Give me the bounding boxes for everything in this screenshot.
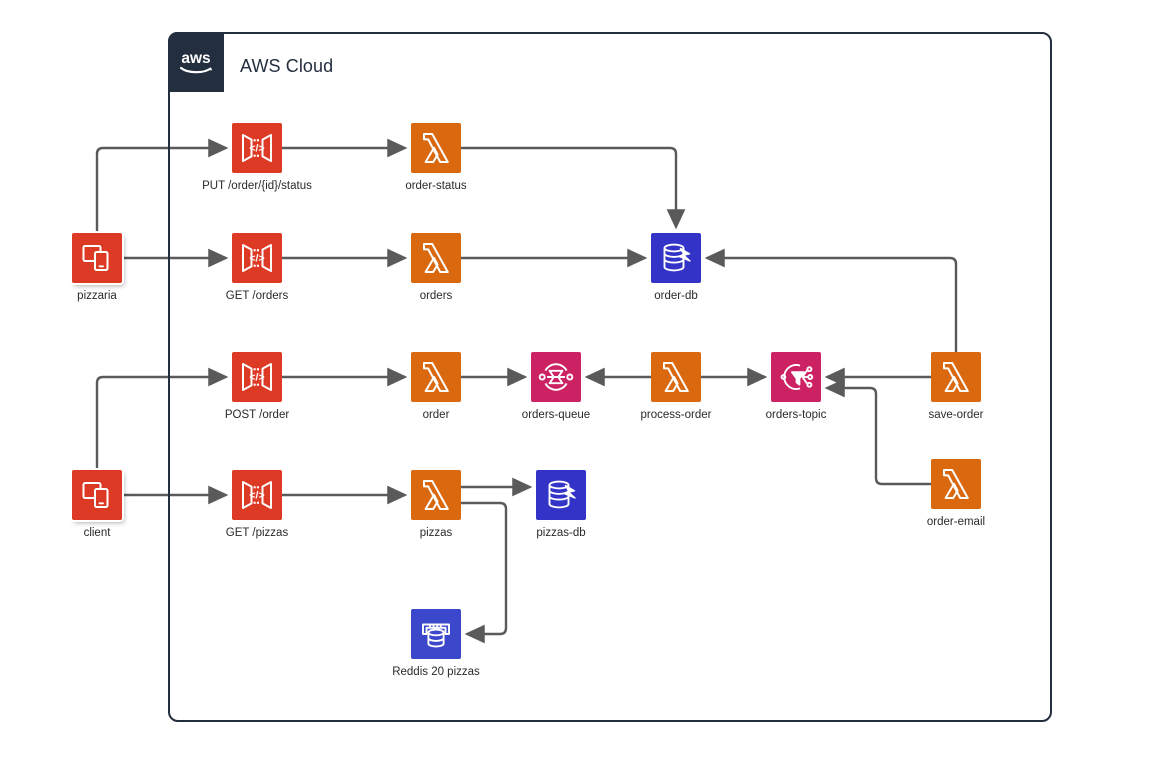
svg-text:</>: </> [249, 371, 264, 383]
svg-text:aws: aws [181, 50, 210, 67]
node-label-order-status: order-status [405, 180, 467, 192]
node-label-redis: Reddis 20 pizzas [392, 666, 480, 678]
edge-order-email-to-orders-topic [824, 378, 931, 486]
node-label-get-pizzas: GET /pizzas [225, 527, 289, 539]
svg-text:</>: </> [249, 489, 264, 501]
dynamodb-icon [536, 470, 586, 520]
node-label-pizzas: pizzas [419, 527, 453, 539]
edge-pizzaria-to-put-status [95, 138, 229, 233]
node-label-pizzas-db: pizzas-db [536, 527, 586, 539]
svg-text:</>: </> [249, 142, 264, 154]
node-label-save-order: save-order [928, 409, 984, 421]
node-label-orders-queue: orders-queue [521, 409, 591, 421]
edge-order-status-to-order-db [461, 146, 686, 230]
node-label-order-db: order-db [654, 290, 698, 302]
lambda-icon [411, 233, 461, 283]
sqs-queue-icon [531, 352, 581, 402]
api-gateway-icon: </> [232, 352, 282, 402]
node-label-post-order: POST /order [224, 409, 290, 421]
edge-save-order-to-order-db [704, 248, 958, 352]
api-gateway-icon: </> [232, 470, 282, 520]
sns-topic-icon [771, 352, 821, 402]
lambda-icon [651, 352, 701, 402]
lambda-icon [931, 459, 981, 509]
aws-logo-icon: aws [168, 32, 224, 92]
dynamodb-icon [651, 233, 701, 283]
node-label-process-order: process-order [640, 409, 712, 421]
lambda-icon [931, 352, 981, 402]
node-label-put-status: PUT /order/{id}/status [202, 180, 312, 192]
node-label-order-email: order-email [926, 516, 986, 528]
node-label-get-orders: GET /orders [225, 290, 289, 302]
client-devices-icon [72, 470, 122, 520]
client-devices-icon [72, 233, 122, 283]
node-label-orders-topic: orders-topic [765, 409, 827, 421]
edge-pizzas-to-redis [461, 501, 508, 644]
lambda-icon [411, 470, 461, 520]
node-label-client: client [83, 527, 111, 539]
elasticache-redis-icon [411, 609, 461, 659]
node-label-pizzaria: pizzaria [77, 290, 117, 302]
node-label-orders: orders [419, 290, 453, 302]
aws-cloud-title: AWS Cloud [240, 56, 334, 76]
api-gateway-icon: </> [232, 233, 282, 283]
node-label-order: order [422, 409, 450, 421]
lambda-icon [411, 352, 461, 402]
aws-cloud-boundary [168, 32, 1052, 722]
api-gateway-icon: </> [232, 123, 282, 173]
lambda-icon [411, 123, 461, 173]
svg-text:</>: </> [249, 252, 264, 264]
edge-client-to-post-order [95, 367, 229, 470]
